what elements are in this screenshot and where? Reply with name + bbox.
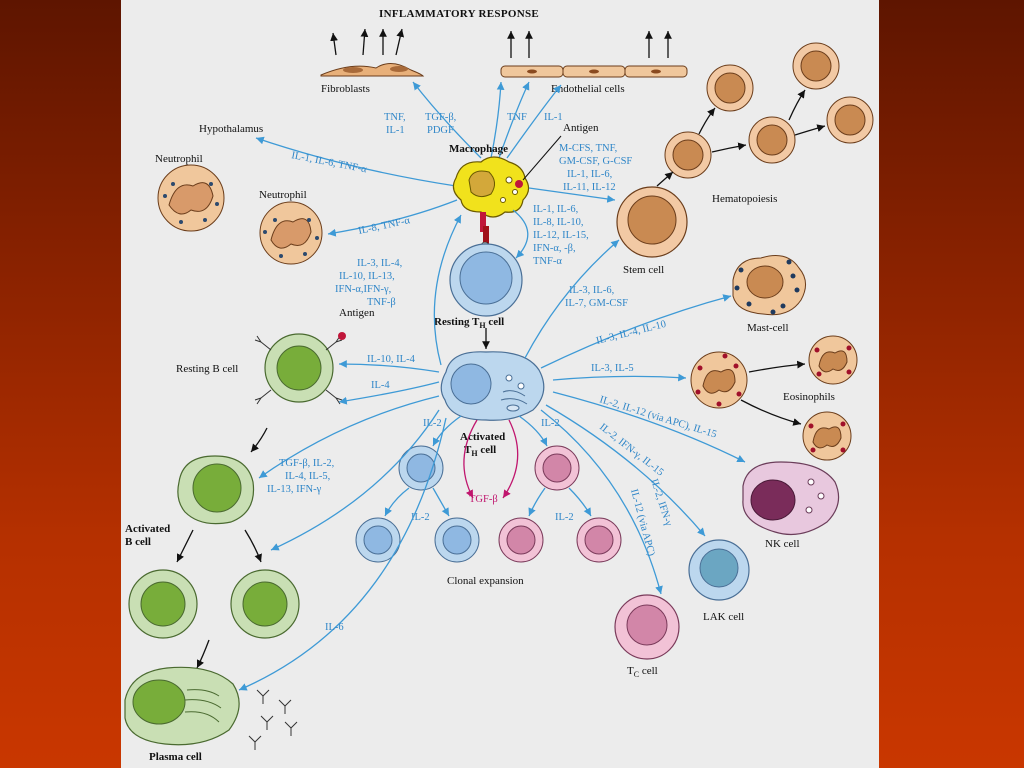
cytokine-tgfb: TGF-β, <box>425 112 456 123</box>
cytokine-mast: IL-3, IL-4, IL-10 <box>595 319 667 347</box>
endothelial-cells-label: Endothelial cells <box>551 83 625 95</box>
activated-b-label-1: Activated <box>125 523 170 535</box>
antigen-label-1: Antigen <box>563 122 599 134</box>
cytokine-tc-2: IL-12 (via APC) <box>628 488 657 558</box>
cytokine-il2-d: IL-2 <box>555 512 574 523</box>
cytokine-stem-1: IL-3, IL-6, <box>569 285 614 296</box>
cytokine-il2-c: IL-2 <box>411 512 430 523</box>
activated-b-cell <box>177 455 255 525</box>
cytokine-ab-2: IL-4, IL-5, <box>285 471 330 482</box>
activated-b-label-2: B cell <box>125 536 151 548</box>
lak-cell <box>688 539 750 601</box>
clonal-expansion-label: Clonal expansion <box>447 575 524 587</box>
cytokine-tnf: TNF, <box>384 112 406 123</box>
stem-cell-label: Stem cell <box>623 264 664 276</box>
cytokine-mcsf-1: M-CFS, TNF, <box>559 143 617 154</box>
nk-cell <box>742 461 840 535</box>
antibodies <box>248 689 298 750</box>
clonal-expansion-cells <box>355 445 622 563</box>
daughter-b-cells <box>128 569 300 639</box>
mast-cell-label: Mast-cell <box>747 322 789 334</box>
macrophage-label: Macrophage <box>449 143 508 155</box>
cytokine-neutrophil: IL-8, TNF-α <box>357 215 411 237</box>
cytokine-mcsf-4: IL-11, IL-12 <box>563 182 616 193</box>
nk-cell-label: NK cell <box>765 538 800 550</box>
cytokine-th-mac-4: TNF-β <box>367 297 396 308</box>
cytokine-network-diagram: INFLAMMATORY RESPONSE Fibroblasts Endoth… <box>124 8 874 763</box>
cytokine-mac-th-2: IL-8, IL-10, <box>533 217 583 228</box>
cytokine-tnf-endo: TNF <box>507 112 527 123</box>
resting-th-cell <box>449 243 523 317</box>
neutrophil-cell-1 <box>157 164 225 232</box>
hematopoiesis-cells <box>664 42 874 179</box>
cytokine-il4: IL-4 <box>371 380 390 391</box>
stem-cell <box>616 186 688 258</box>
plasma-cell-label: Plasma cell <box>149 751 202 763</box>
tc-cell-label: TC cell <box>627 665 658 679</box>
cytokine-mcsf-3: IL-1, IL-6, <box>567 169 612 180</box>
cytokine-th-mac-1: IL-3, IL-4, <box>357 258 402 269</box>
mast-cell <box>732 255 806 316</box>
neutrophil-cell-2 <box>259 201 323 265</box>
resting-b-label: Resting B cell <box>176 363 238 375</box>
endothelial-cells-illustration <box>500 30 688 78</box>
tc-cell <box>614 594 680 660</box>
resting-th-label: Resting TH cell <box>434 316 504 330</box>
cytokine-mac-th-1: IL-1, IL-6, <box>533 204 578 215</box>
cytokine-ab-3: IL-13, IFN-γ <box>267 484 322 495</box>
slide-panel: INFLAMMATORY RESPONSE Fibroblasts Endoth… <box>121 0 879 768</box>
cytokine-il2-b: IL-2 <box>541 418 560 429</box>
hematopoiesis-label: Hematopoiesis <box>712 193 777 205</box>
macrophage-cell <box>452 156 530 218</box>
plasma-cell <box>124 666 240 746</box>
cytokine-ab-1: TGF-β, IL-2, <box>279 458 334 469</box>
antigen-label-2: Antigen <box>339 307 375 319</box>
cytokine-il2-a: IL-2 <box>423 418 442 429</box>
cytokine-th-mac-3: IFN-α,IFN-γ, <box>335 284 391 295</box>
cytokine-mac-th-5: TNF-α <box>533 256 562 267</box>
cytokine-mcsf-2: GM-CSF, G-CSF <box>559 156 632 167</box>
cytokine-th-mac-2: IL-10, IL-13, <box>339 271 395 282</box>
cytokine-mac-th-3: IL-12, IL-15, <box>533 230 589 241</box>
fibroblasts-label: Fibroblasts <box>321 83 370 95</box>
cytokine-il1-endo: IL-1 <box>544 112 563 123</box>
resting-b-cell <box>254 332 346 405</box>
cytokine-il1: IL-1 <box>386 125 405 136</box>
cytokine-tc-1: IL-2, IFN-γ <box>648 478 674 528</box>
activated-th-cell <box>440 351 545 421</box>
hypothalamus-label: Hypothalamus <box>199 123 263 135</box>
cytokine-lak: IL-2, IFN-γ, IL-15 <box>597 422 665 479</box>
cytokine-pdgf: PDGF <box>427 125 454 136</box>
activated-th-label-1: Activated <box>460 431 505 443</box>
cytokine-stem-2: IL-7, GM-CSF <box>565 298 628 309</box>
cytokine-hypothalamus: IL-1, IL-6, TNF-α <box>290 150 368 175</box>
fibroblasts-illustration <box>320 28 425 77</box>
cytokine-il6: IL-6 <box>325 622 344 633</box>
neutrophil-label-1: Neutrophil <box>155 153 203 165</box>
neutrophil-label-2: Neutrophil <box>259 189 307 201</box>
cytokine-rb: IL-10, IL-4 <box>367 354 416 365</box>
activated-th-label-2: TH cell <box>464 444 496 458</box>
cytokine-mac-th-4: IFN-α, -β, <box>533 243 576 254</box>
eosinophils-label: Eosinophils <box>783 391 835 403</box>
eosinophil-cells <box>690 335 858 461</box>
cytokine-tgfb-magenta: TGF-β <box>469 494 498 505</box>
lak-cell-label: LAK cell <box>703 611 744 623</box>
cytokine-eos: IL-3, IL-5 <box>591 363 634 374</box>
diagram-title: INFLAMMATORY RESPONSE <box>379 8 539 20</box>
